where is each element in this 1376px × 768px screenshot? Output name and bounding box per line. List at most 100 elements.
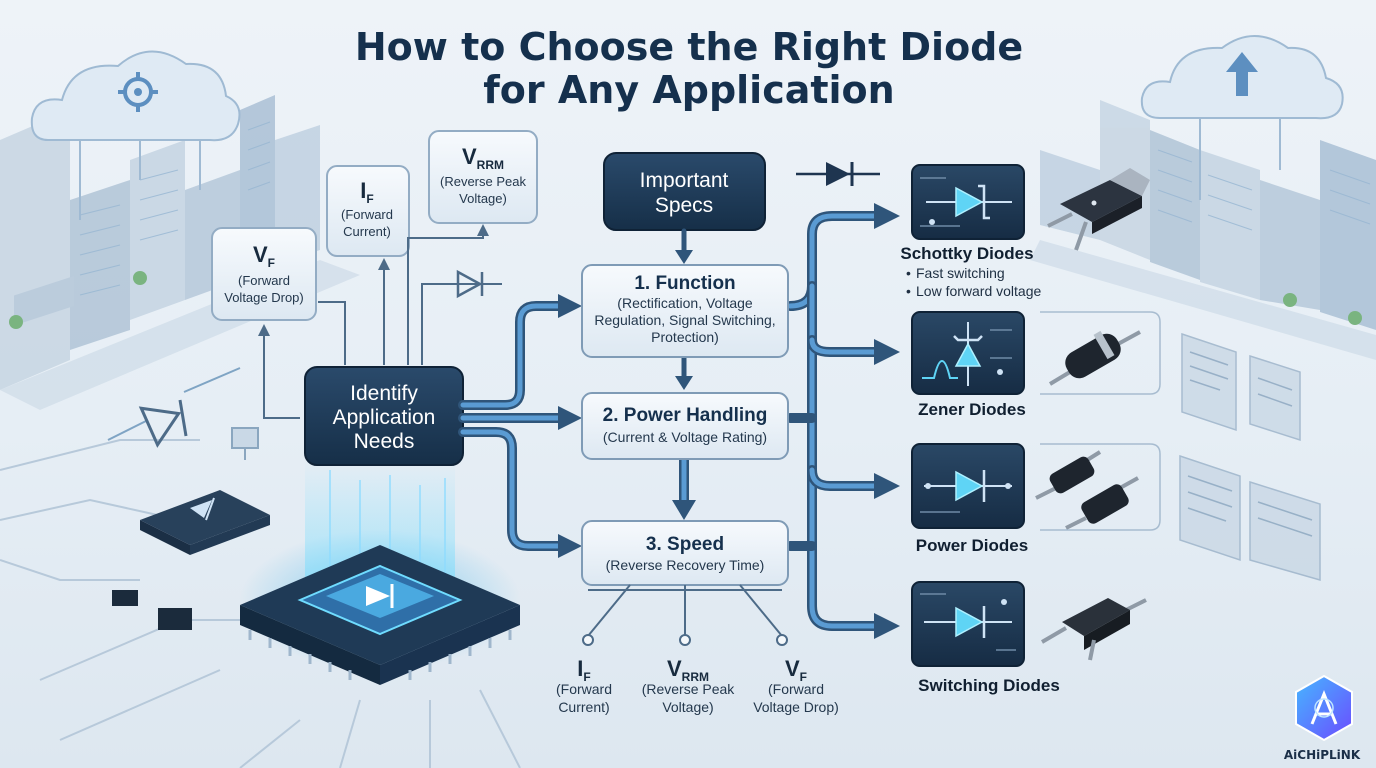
identify-application-needs-box: Identify Application Needs [304, 366, 464, 466]
bottom-spec-if: IF (Forward Current) [556, 656, 612, 715]
spec-desc-line: Current) [558, 699, 609, 715]
arrow-head [672, 500, 696, 520]
diode-symbol-icon [138, 399, 188, 448]
top-diode-icon [796, 162, 880, 186]
svg-text:IF: IF [577, 656, 590, 684]
bottom-spec-connectors [587, 584, 783, 637]
diode-card-zener [911, 311, 1025, 395]
spec-subscript: F [583, 670, 590, 684]
arrow-head [874, 613, 900, 639]
svg-text:IF: IF [360, 178, 373, 206]
svg-text:VRRM: VRRM [462, 144, 504, 172]
switching-package-icon [1040, 598, 1147, 661]
monitor-icon [231, 427, 259, 460]
spec-subscript: F [800, 670, 807, 684]
spec-desc-line: (Forward [556, 681, 612, 697]
step-speed-box: 3. Speed (Reverse Recovery Time) [581, 520, 789, 586]
glowing-chip [240, 460, 520, 685]
spec-desc-line: (Reverse Peak [440, 174, 526, 189]
diode-card-power [911, 443, 1025, 529]
spec-symbol: I [360, 178, 366, 203]
spec-desc-line: Voltage Drop) [224, 290, 304, 305]
brand-name: AiCHiPLiNK [1284, 748, 1361, 762]
spec-subscript: F [268, 256, 275, 270]
arrow-head [558, 534, 582, 558]
spec-card-vf-top: VF (Forward Voltage Drop) [211, 227, 317, 321]
step-desc-line: Protection) [651, 329, 719, 345]
svg-text:VF: VF [785, 656, 807, 684]
arrow-head [874, 339, 900, 365]
page-title-line-1: How to Choose the Right Diode [355, 25, 1023, 69]
floating-diode-icon [446, 269, 502, 299]
spec-desc-line: (Forward [238, 273, 290, 288]
right-city-decoration [1030, 100, 1376, 360]
bottom-spec-vrrm: VRRM (Reverse Peak Voltage) [642, 656, 736, 715]
small-chip-icon [140, 490, 270, 555]
identify-line: Needs [354, 430, 415, 453]
spec-card-if-top: IF (Forward Current) [326, 165, 410, 257]
schottky-package-icon [1047, 168, 1150, 251]
spec-symbol: V [253, 242, 268, 267]
flow-arrows [458, 203, 900, 639]
chip-diode-icon [366, 584, 394, 608]
spec-desc-line: Voltage) [459, 191, 507, 206]
svg-text:VRRM: VRRM [667, 656, 709, 684]
diode-card-switching [911, 581, 1025, 667]
spec-desc-line: Current) [343, 224, 391, 239]
arrow-head [675, 376, 693, 390]
zener-diode-symbol-icon [922, 322, 1012, 386]
spec-desc-line: (Forward [341, 207, 393, 222]
brand-logo [1295, 674, 1353, 742]
spec-symbol: V [462, 144, 477, 169]
diode-card-schottky [911, 164, 1025, 240]
cloud-upload-icon [1140, 35, 1344, 200]
step-desc-line: Regulation, Signal Switching, [594, 312, 775, 328]
diode-bullet-text: Low forward voltage [916, 283, 1042, 299]
important-specs-line: Specs [655, 194, 713, 217]
arrow-head [675, 250, 693, 264]
power-diode-symbol-icon [920, 470, 1012, 513]
arrow-head [874, 473, 900, 499]
step-title: 3. Speed [646, 534, 724, 555]
bottom-spec-vf: VF (Forward Voltage Drop) [753, 656, 839, 715]
diode-name: Switching Diodes [918, 676, 1060, 695]
identify-line: Application [333, 406, 436, 429]
spec-subscript: F [366, 192, 373, 206]
spec-symbol: V [667, 656, 682, 681]
step-desc-line: (Reverse Recovery Time) [606, 557, 765, 573]
important-specs-box: Important Specs [603, 152, 766, 231]
important-specs-line: Important [640, 169, 729, 192]
diode-name: Power Diodes [916, 536, 1028, 555]
spec-connectors [258, 224, 489, 419]
zener-package-icon [1048, 330, 1141, 386]
right-ui-panels-decoration [1040, 311, 1321, 581]
svg-text:VF: VF [253, 242, 275, 270]
spec-subscript: RRM [682, 670, 709, 684]
diode-bullet: • [906, 265, 911, 281]
cloud-gear-icon [30, 50, 241, 220]
arrow-head [558, 406, 582, 430]
diode-bullet: • [906, 283, 911, 299]
power-package-icon [1035, 450, 1139, 530]
spec-desc-line: (Forward [768, 681, 824, 697]
spec-subscript: RRM [477, 158, 504, 172]
diode-name: Zener Diodes [918, 400, 1026, 419]
step-title: 2. Power Handling [603, 405, 768, 426]
step-desc-line: (Current & Voltage Rating) [603, 429, 767, 445]
switching-diode-symbol-icon [920, 593, 1016, 651]
circuit-board-decoration [0, 367, 521, 768]
arrow-head [558, 294, 582, 318]
step-power-handling-box: 2. Power Handling (Current & Voltage Rat… [581, 392, 789, 460]
spec-desc-line: (Reverse Peak [642, 681, 736, 697]
arrow-head [874, 203, 900, 229]
spec-symbol: I [577, 656, 583, 681]
smd-component-icon [112, 590, 192, 630]
step-title: 1. Function [634, 273, 735, 294]
spec-symbol: V [785, 656, 800, 681]
identify-line: Identify [350, 382, 418, 405]
connector-dots [582, 634, 788, 646]
schottky-diode-symbol-icon [920, 177, 1012, 227]
diode-name: Schottky Diodes [900, 244, 1033, 263]
page-title-line-2: for Any Application [483, 68, 894, 112]
